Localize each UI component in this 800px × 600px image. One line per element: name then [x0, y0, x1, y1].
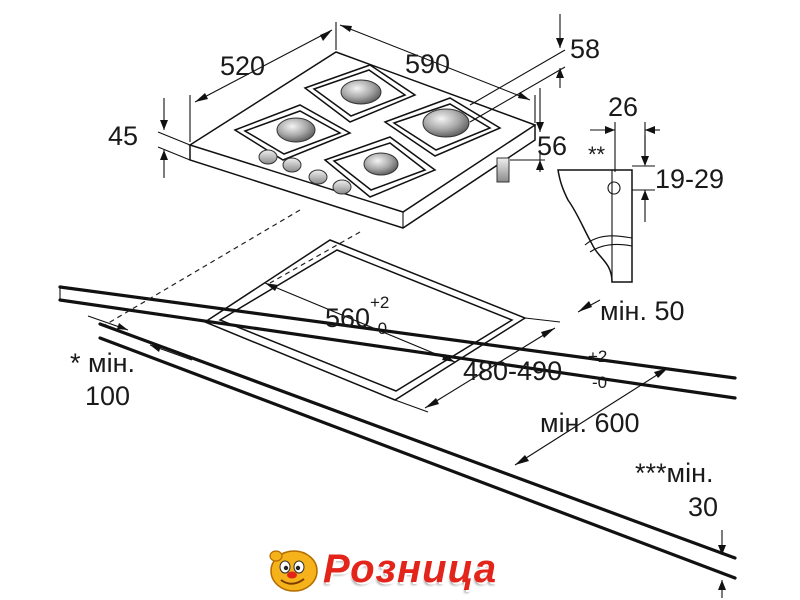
hob	[188, 51, 537, 229]
smiling-face-icon	[269, 550, 318, 592]
label-min-front-distance-1: ***мін.	[635, 458, 714, 488]
pan-support-right	[383, 97, 502, 157]
label-hob-height-front: 45	[108, 121, 138, 151]
burner-left	[276, 117, 316, 143]
logo-text: Розница	[323, 547, 498, 591]
burner-right	[422, 108, 470, 138]
label-min-rear-distance: мін. 50	[600, 296, 685, 326]
logo: Розница	[268, 545, 538, 595]
worktop	[58, 209, 737, 580]
label-min-side-distance-1: * мін.	[70, 348, 135, 378]
cutout-width-tol-plus: +2	[370, 293, 389, 312]
label-cutout-width: 560 +2 -0	[325, 293, 389, 338]
pan-support-rear	[303, 64, 417, 123]
dimension-lines	[87, 14, 726, 598]
label-bracket-offset: 26	[608, 92, 638, 122]
label-hob-depth: 520	[220, 51, 265, 81]
pan-support-front	[323, 136, 437, 198]
label-hob-height-total: 58	[570, 34, 600, 64]
label-cutout-depth: 480-490 +2 -0	[463, 347, 607, 392]
control-knobs	[258, 149, 352, 195]
mounting-bracket-detail	[557, 169, 633, 283]
cutout-depth-value: 480-490	[463, 356, 562, 386]
label-bracket-marker: **	[588, 142, 606, 167]
label-worktop-thickness: 19-29	[655, 164, 724, 194]
label-min-worktop-depth: мін. 600	[540, 408, 640, 438]
label-gas-inlet-height: 56	[537, 131, 567, 161]
label-min-front-distance-2: 30	[688, 492, 718, 522]
label-min-side-distance-2: 100	[85, 381, 130, 411]
cutout-depth-tol-plus: +2	[588, 347, 607, 366]
cutout-width-tol-minus: -0	[372, 319, 387, 338]
cutout-depth-tol-minus: -0	[592, 373, 607, 392]
cutout-width-value: 560	[325, 303, 370, 333]
burner-rear	[340, 79, 382, 105]
burner-front	[363, 152, 399, 176]
label-hob-width: 590	[405, 49, 450, 79]
gas-inlet	[496, 157, 510, 183]
